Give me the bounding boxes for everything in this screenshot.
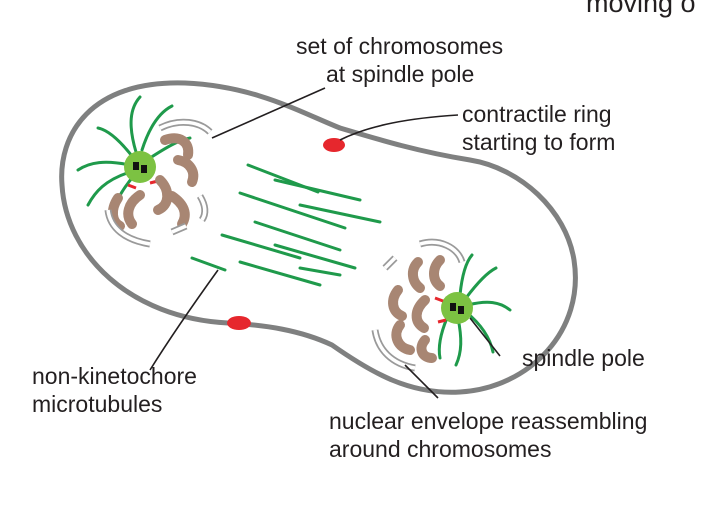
label-spindle-pole: spindle pole bbox=[522, 344, 645, 372]
right-nuclear-envelope bbox=[371, 238, 466, 372]
right-spindle-pole bbox=[441, 292, 473, 324]
cropped-title: moving o bbox=[586, 0, 696, 18]
label-spindle-pole-line1: spindle pole bbox=[522, 345, 645, 371]
leader-contractile-ring bbox=[339, 114, 459, 141]
label-contractile-ring: contractile ring starting to form bbox=[462, 100, 615, 156]
leader-nuclear-envelope bbox=[404, 364, 439, 399]
label-nuclear-envelope-line1: nuclear envelope reassembling bbox=[329, 408, 648, 434]
label-contractile-line1: contractile ring bbox=[462, 101, 612, 127]
contractile-ring-top bbox=[323, 138, 345, 152]
leader-spindle-pole bbox=[469, 317, 501, 357]
leader-chromosomes bbox=[211, 87, 326, 139]
label-nuclear-envelope: nuclear envelope reassembling around chr… bbox=[329, 407, 647, 463]
left-nuclear-envelope bbox=[104, 118, 213, 248]
label-non-kinetochore-line2: microtubules bbox=[32, 391, 163, 417]
right-chromosomes bbox=[388, 255, 445, 363]
leader-non-kinetochore bbox=[149, 269, 219, 371]
label-chromosomes-at-pole: set of chromosomes at spindle pole bbox=[296, 32, 503, 88]
left-chromosomes bbox=[108, 133, 199, 231]
left-spindle-pole bbox=[124, 151, 156, 183]
label-non-kinetochore-line1: non-kinetochore bbox=[32, 363, 197, 389]
label-contractile-line2: starting to form bbox=[462, 129, 616, 155]
non-kinetochore-microtubules bbox=[190, 163, 382, 287]
contractile-ring-bottom bbox=[227, 316, 251, 330]
label-non-kinetochore: non-kinetochore microtubules bbox=[32, 362, 197, 418]
leader-lines bbox=[149, 87, 501, 399]
label-nuclear-envelope-line2: around chromosomes bbox=[329, 436, 552, 462]
label-chromosomes-line1: set of chromosomes bbox=[296, 33, 504, 59]
label-chromosomes-line2: at spindle pole bbox=[326, 61, 475, 87]
